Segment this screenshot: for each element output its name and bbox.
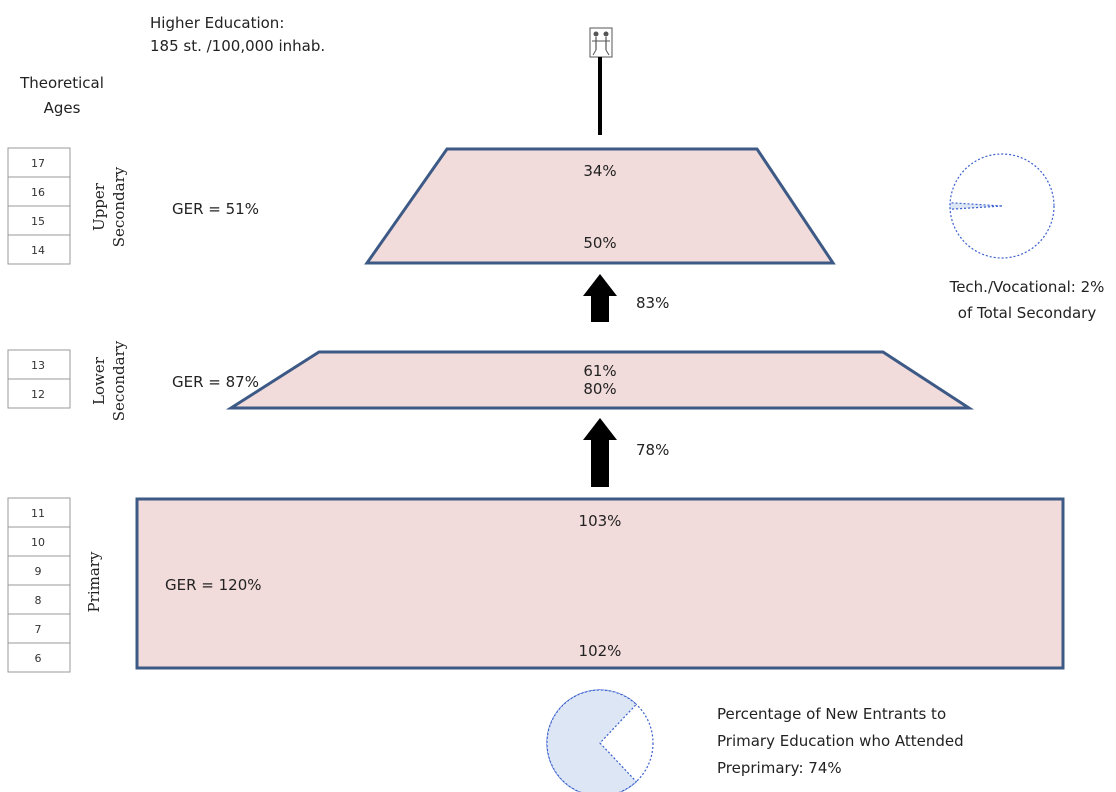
age-box <box>7 584 71 615</box>
primary-rectangle <box>135 497 1065 670</box>
age-label-primary: 11 <box>31 507 45 520</box>
age-box <box>7 555 71 586</box>
age-label-primary: 6 <box>35 652 42 665</box>
age-box <box>7 147 71 178</box>
transition-arrow-lower <box>583 418 617 487</box>
primary-bottom-pct: 102% <box>579 642 622 660</box>
primary-label: Primary <box>85 551 103 612</box>
lower-secondary-label-line2: Secondary <box>110 340 128 421</box>
lower-secondary-ger: GER = 87% <box>172 373 259 391</box>
pie-slice <box>546 689 638 792</box>
age-label-upper: 15 <box>31 215 45 228</box>
age-label-upper: 14 <box>31 244 45 257</box>
theoretical-ages-line2: Ages <box>44 99 81 117</box>
lower-secondary-bottom-pct: 80% <box>583 380 616 398</box>
age-box <box>7 205 71 236</box>
age-boxes: 17 16 15 14 13 12 11 10 9 8 7 6 <box>7 147 71 673</box>
upper-secondary-level-label: Upper Secondary <box>90 166 128 247</box>
lower-secondary-trapezoid <box>225 350 975 410</box>
upper-secondary-trapezoid <box>364 147 836 265</box>
age-box <box>7 526 71 557</box>
lower-secondary-top-pct: 61% <box>583 362 616 380</box>
lower-secondary-level-label: Lower Secondary <box>90 340 128 421</box>
theoretical-ages-line1: Theoretical <box>19 74 104 92</box>
upper-secondary-top-pct: 34% <box>583 162 616 180</box>
age-box <box>7 234 71 265</box>
higher-education-icon <box>589 27 613 58</box>
transition-arrow-upper <box>583 274 617 322</box>
preprimary-line2: Primary Education who Attended <box>717 732 964 750</box>
age-box <box>7 613 71 644</box>
upper-secondary-label-line1: Upper <box>90 182 108 231</box>
tech-vocational-line1: Tech./Vocational: 2% <box>949 278 1105 296</box>
primary-top-pct: 103% <box>579 512 622 530</box>
primary-ger: GER = 120% <box>165 576 262 594</box>
age-label-upper: 17 <box>31 157 45 170</box>
age-box <box>7 349 71 380</box>
transition-primary-to-lower: 78% <box>636 441 669 459</box>
upper-secondary-label-line2: Secondary <box>110 166 128 247</box>
transition-lower-to-upper: 83% <box>636 294 669 312</box>
age-label-lower: 13 <box>31 359 45 372</box>
age-label-primary: 7 <box>35 623 42 636</box>
lower-secondary-label-line1: Lower <box>90 356 108 405</box>
upper-secondary-bottom-pct: 50% <box>583 234 616 252</box>
tech-vocational-pie <box>949 153 1055 259</box>
tech-vocational-line2: of Total Secondary <box>958 304 1097 322</box>
age-label-lower: 12 <box>31 388 45 401</box>
upper-secondary-ger: GER = 51% <box>172 200 259 218</box>
higher-education-value: 185 st. /100,000 inhab. <box>150 37 325 55</box>
age-label-primary: 8 <box>35 594 42 607</box>
pie-slice <box>949 202 1003 210</box>
age-label-primary: 9 <box>35 565 42 578</box>
preprimary-line1: Percentage of New Entrants to <box>717 705 946 723</box>
higher-education-title: Higher Education: <box>150 14 284 32</box>
age-box <box>7 642 71 673</box>
preprimary-line3: Preprimary: 74% <box>717 759 842 777</box>
age-label-upper: 16 <box>31 186 45 199</box>
age-box <box>7 378 71 409</box>
primary-level-label: Primary <box>85 551 103 612</box>
preprimary-pie <box>546 689 654 792</box>
age-label-primary: 10 <box>31 536 45 549</box>
